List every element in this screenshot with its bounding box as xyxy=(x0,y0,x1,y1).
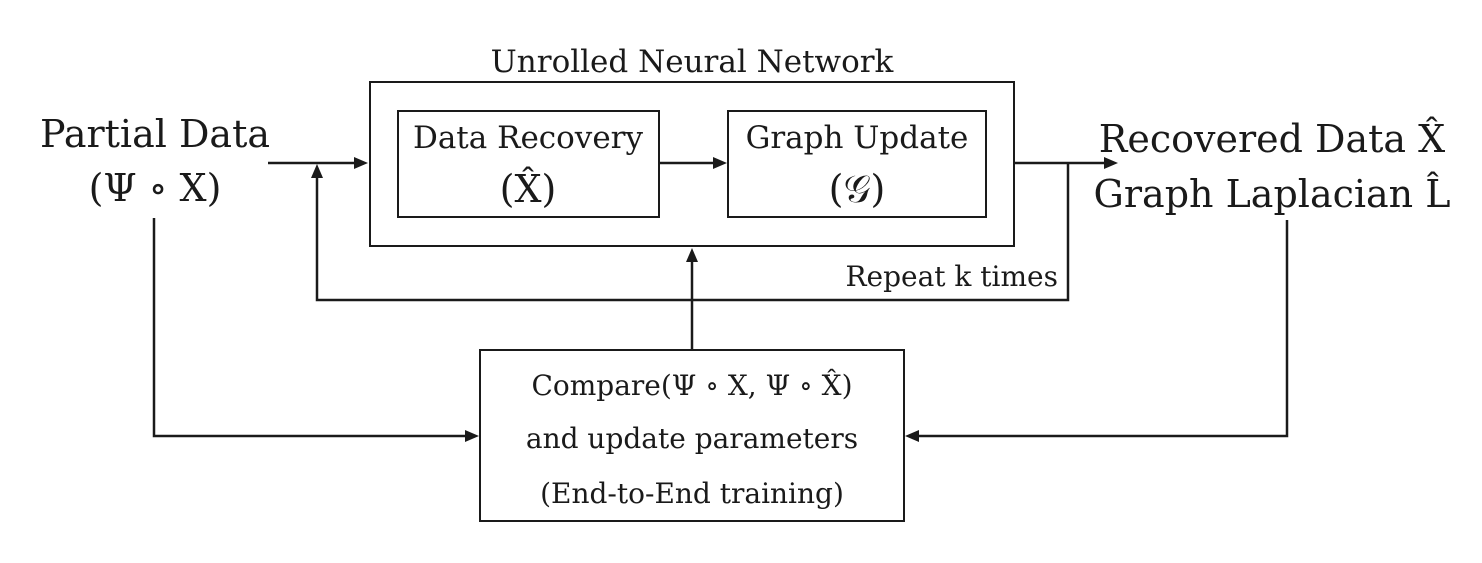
output-to-compare-wire xyxy=(918,220,1289,438)
compare-line-2: and update parameters xyxy=(526,422,858,455)
output-label-line-1: Recovered Data X̂ xyxy=(1099,117,1445,161)
input-label-line-2: (Ψ ∘ X) xyxy=(89,166,222,210)
data-recovery-symbol: (X̂) xyxy=(500,167,557,211)
compare-to-network-arrowhead xyxy=(686,248,698,262)
input-label-line-1: Partial Data xyxy=(40,112,270,156)
graph-update-box xyxy=(727,110,987,218)
repeat-label: Repeat k times xyxy=(845,260,1058,293)
input-to-compare-arrowhead xyxy=(465,430,479,442)
input-arrowhead xyxy=(354,157,368,169)
input-to-compare-wire xyxy=(152,218,466,438)
graph-update-label: Graph Update xyxy=(746,120,969,156)
compare-line-1: Compare(Ψ ∘ X, Ψ ∘ X̂) xyxy=(531,369,852,402)
recovery-to-graph-arrowhead xyxy=(713,157,727,169)
output-arrowhead xyxy=(1104,157,1118,169)
data-recovery-box xyxy=(397,110,660,218)
output-label-line-2: Graph Laplacian L̂ xyxy=(1094,172,1451,216)
data-recovery-label: Data Recovery xyxy=(413,120,644,156)
unrolled-network-title: Unrolled Neural Network xyxy=(491,44,894,80)
compare-line-3: (End-to-End training) xyxy=(540,477,844,510)
graph-update-symbol: (𝒢) xyxy=(829,167,886,211)
output-to-compare-arrowhead xyxy=(905,430,919,442)
repeat-loop-arrowhead xyxy=(311,164,323,178)
compare-box xyxy=(479,349,905,522)
